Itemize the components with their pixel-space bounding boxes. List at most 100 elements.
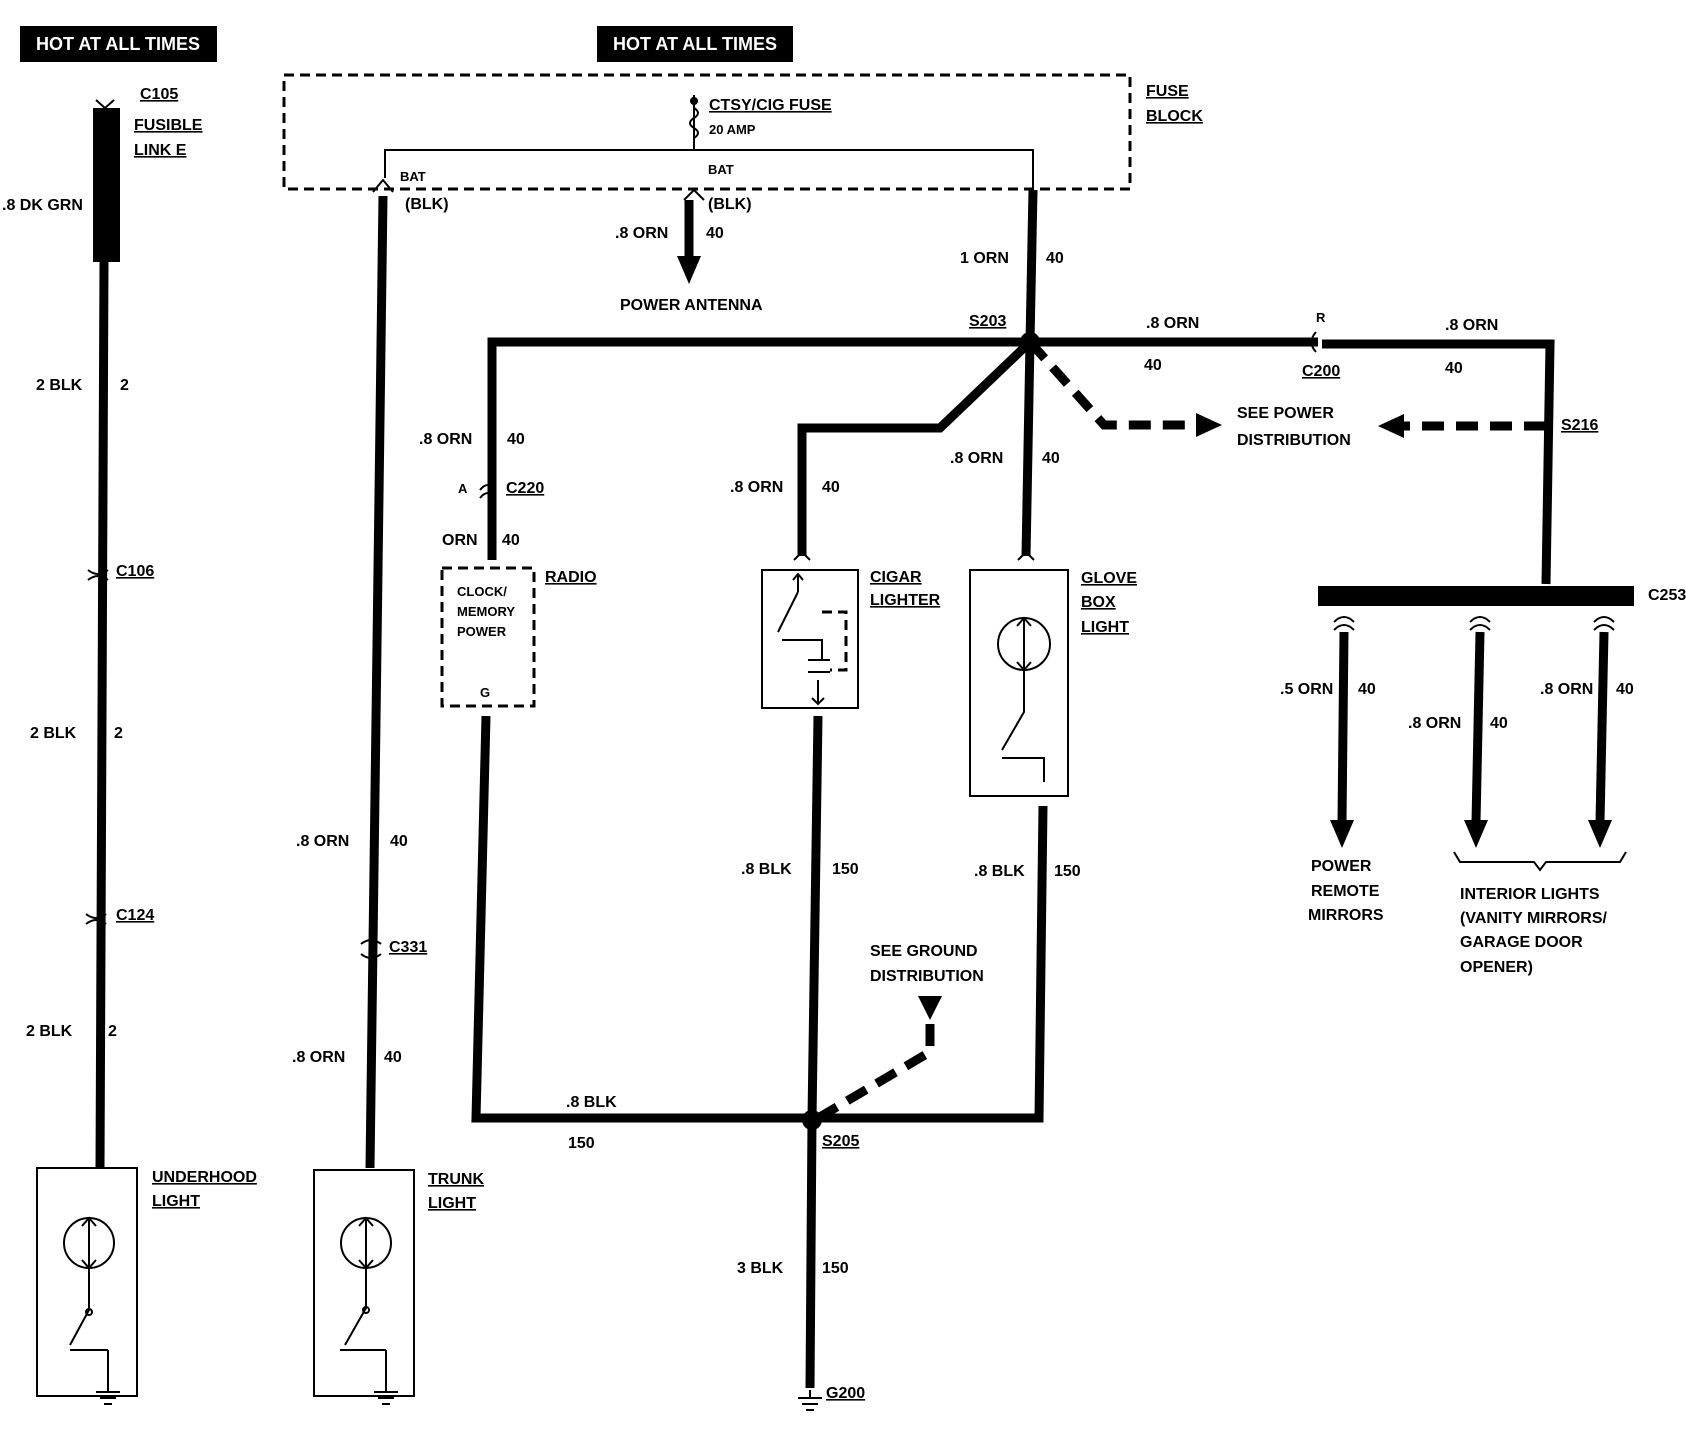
main-feed-circuit: 1 ORN 40 S203 .8 ORN 40 R C200 .8 ORN 40… — [487, 189, 1598, 585]
c253-load-circuits: C253 .5 ORN 40 POWER REMOTE MIRRORS .8 O… — [1280, 586, 1686, 976]
svg-text:HOT AT ALL TIMES: HOT AT ALL TIMES — [613, 34, 777, 54]
interior-lights-brace-icon — [1453, 851, 1627, 872]
s203-label: S203 — [969, 313, 1006, 330]
wire-label: .8 DK GRN — [2, 197, 83, 214]
circuit-number: 40 — [384, 1049, 402, 1066]
cigar-lighter-label: CIGAR — [870, 569, 922, 586]
wire-label: 1 ORN — [960, 250, 1009, 267]
wire-label: .8 ORN — [950, 450, 1003, 467]
fuse-name: CTSY/CIG FUSE — [709, 97, 832, 114]
wire-label: .8 BLK — [741, 861, 792, 878]
trunk-light-circuit: .8 ORN 40 C331 .8 ORN 40 TRUNK LIGHT — [292, 178, 484, 1405]
power-remote-mirrors-label: POWER — [1311, 858, 1372, 875]
underhood-light-circuit: C105 FUSIBLE LINK E .8 DK GRN 2 BLK 2 C1… — [2, 86, 257, 1405]
fusible-link-label: FUSIBLE — [134, 117, 203, 134]
ground-icon — [96, 1380, 120, 1405]
power-remote-mirrors-wire — [1337, 631, 1349, 823]
wire-label: 2 BLK — [30, 725, 77, 742]
circuit-number: 2 — [114, 725, 123, 742]
switch-icon — [69, 1268, 109, 1380]
interior-lights-label: INTERIOR LIGHTS — [1460, 886, 1600, 903]
power-antenna-circuit: .8 ORN 40 POWER ANTENNA — [615, 188, 763, 314]
underhood-light-label: UNDERHOOD — [152, 1169, 257, 1186]
glove-box-light-circuit: .8 ORN 40 GLOVE BOX LIGHT .8 BLK 150 — [812, 341, 1137, 1123]
lighter-thermal-icon — [822, 610, 848, 672]
cigar-lighter-label-2: LIGHTER — [870, 592, 941, 609]
wire-label: 3 BLK — [737, 1260, 784, 1277]
c105-connector-icon — [95, 99, 115, 110]
main-ground-wire — [805, 1119, 817, 1389]
bat-center-label: BAT — [708, 162, 734, 177]
see-ground-distribution-label-2: DISTRIBUTION — [870, 968, 984, 985]
circuit-number: 150 — [832, 861, 859, 878]
interior-lights-wire-2 — [1595, 631, 1609, 823]
bulb-filament-icon — [81, 1216, 97, 1269]
power-distribution-arrow-icon — [1196, 413, 1222, 437]
c331-connector-icon — [360, 939, 382, 959]
ground-circuit: .8 BLK 150 S205 SEE GROUND DISTRIBUTION … — [566, 943, 984, 1411]
ground-icon — [374, 1380, 398, 1405]
circuit-number: 40 — [1042, 450, 1060, 467]
glove-box-ground-wire — [812, 805, 1048, 1123]
power-remote-mirrors-label-2: REMOTE — [1311, 883, 1380, 900]
circuit-number: 2 — [108, 1023, 117, 1040]
fuse-block-title-2: BLOCK — [1146, 108, 1203, 125]
c200-connector-icon — [1310, 331, 1317, 353]
circuit-number: 40 — [507, 431, 525, 448]
wire-label: ORN — [442, 532, 478, 549]
radio-box — [440, 566, 536, 708]
main-feed-wire — [1025, 189, 1038, 343]
mirrors-arrow-icon — [1330, 820, 1354, 848]
interior-lights-arrow-icon — [1464, 820, 1488, 848]
bat-center-connector-icon — [683, 188, 705, 201]
circuit-number: 40 — [1445, 360, 1463, 377]
circuit-number: 40 — [502, 532, 520, 549]
glove-box-light-label-2: BOX — [1081, 594, 1116, 611]
wire-label: .8 ORN — [1408, 715, 1461, 732]
power-distribution-branch-s203 — [1026, 339, 1198, 430]
wire-label: .8 BLK — [974, 863, 1025, 880]
g200-label: G200 — [826, 1385, 865, 1402]
fuse-block-title: FUSE — [1146, 83, 1189, 100]
interior-lights-label-2: (VANITY MIRRORS/ — [1460, 910, 1608, 927]
fuse-icon — [689, 107, 699, 139]
c105-label: C105 — [140, 86, 178, 103]
wire-label: .8 ORN — [1540, 681, 1593, 698]
wire-label: .8 ORN — [419, 431, 472, 448]
circuit-number: 150 — [1054, 863, 1081, 880]
underhood-light-box — [36, 1167, 138, 1397]
hot-at-all-times-banner-center: HOT AT ALL TIMES — [597, 26, 793, 62]
wire-label: .8 BLK — [566, 1094, 617, 1111]
svg-text:HOT AT ALL TIMES: HOT AT ALL TIMES — [36, 34, 200, 54]
bat-center-color: (BLK) — [708, 196, 752, 213]
c220-pin-label: A — [458, 481, 468, 496]
circuit-number: 40 — [390, 833, 408, 850]
glove-box-feed-wire — [1021, 341, 1035, 557]
cigar-lighter-circuit: .8 ORN 40 CIGAR LIGHTER .8 BLK 150 — [730, 338, 1034, 1119]
wire-label: 2 BLK — [26, 1023, 73, 1040]
see-power-distribution-label: SEE POWER — [1237, 405, 1334, 422]
circuit-number: 150 — [822, 1260, 849, 1277]
radio-circuit: .8 ORN 40 A C220 ORN 40 RADIO CLOCK/ MEM… — [419, 431, 812, 1123]
circuit-number: 40 — [1144, 357, 1162, 374]
glove-box-light-label-3: LIGHT — [1081, 619, 1129, 636]
connector-icon — [1017, 550, 1035, 561]
fuse-block: FUSE BLOCK CTSY/CIG FUSE 20 AMP BAT (BLK… — [282, 73, 1203, 213]
ground-distribution-arrow-icon — [918, 996, 942, 1020]
see-power-distribution-label-2: DISTRIBUTION — [1237, 432, 1351, 449]
fusible-link — [93, 108, 120, 262]
bat-left-label: BAT — [400, 169, 426, 184]
bulb-filament-icon — [358, 1216, 374, 1269]
bat-left-color: (BLK) — [405, 196, 449, 213]
fusible-link-label-2: LINK E — [134, 142, 187, 159]
wire-label: .8 ORN — [730, 479, 783, 496]
circuit-number: 150 — [568, 1135, 595, 1152]
antenna-arrow-icon — [677, 256, 701, 284]
cigar-lighter-feed-wire — [797, 338, 1034, 556]
connector-icon — [1469, 616, 1491, 631]
circuit-number: 40 — [1616, 681, 1634, 698]
fuse-bus-bar — [384, 149, 1034, 190]
wire-label: .8 ORN — [292, 1049, 345, 1066]
wire-label: 2 BLK — [36, 377, 83, 394]
glove-box-light-label: GLOVE — [1081, 570, 1137, 587]
